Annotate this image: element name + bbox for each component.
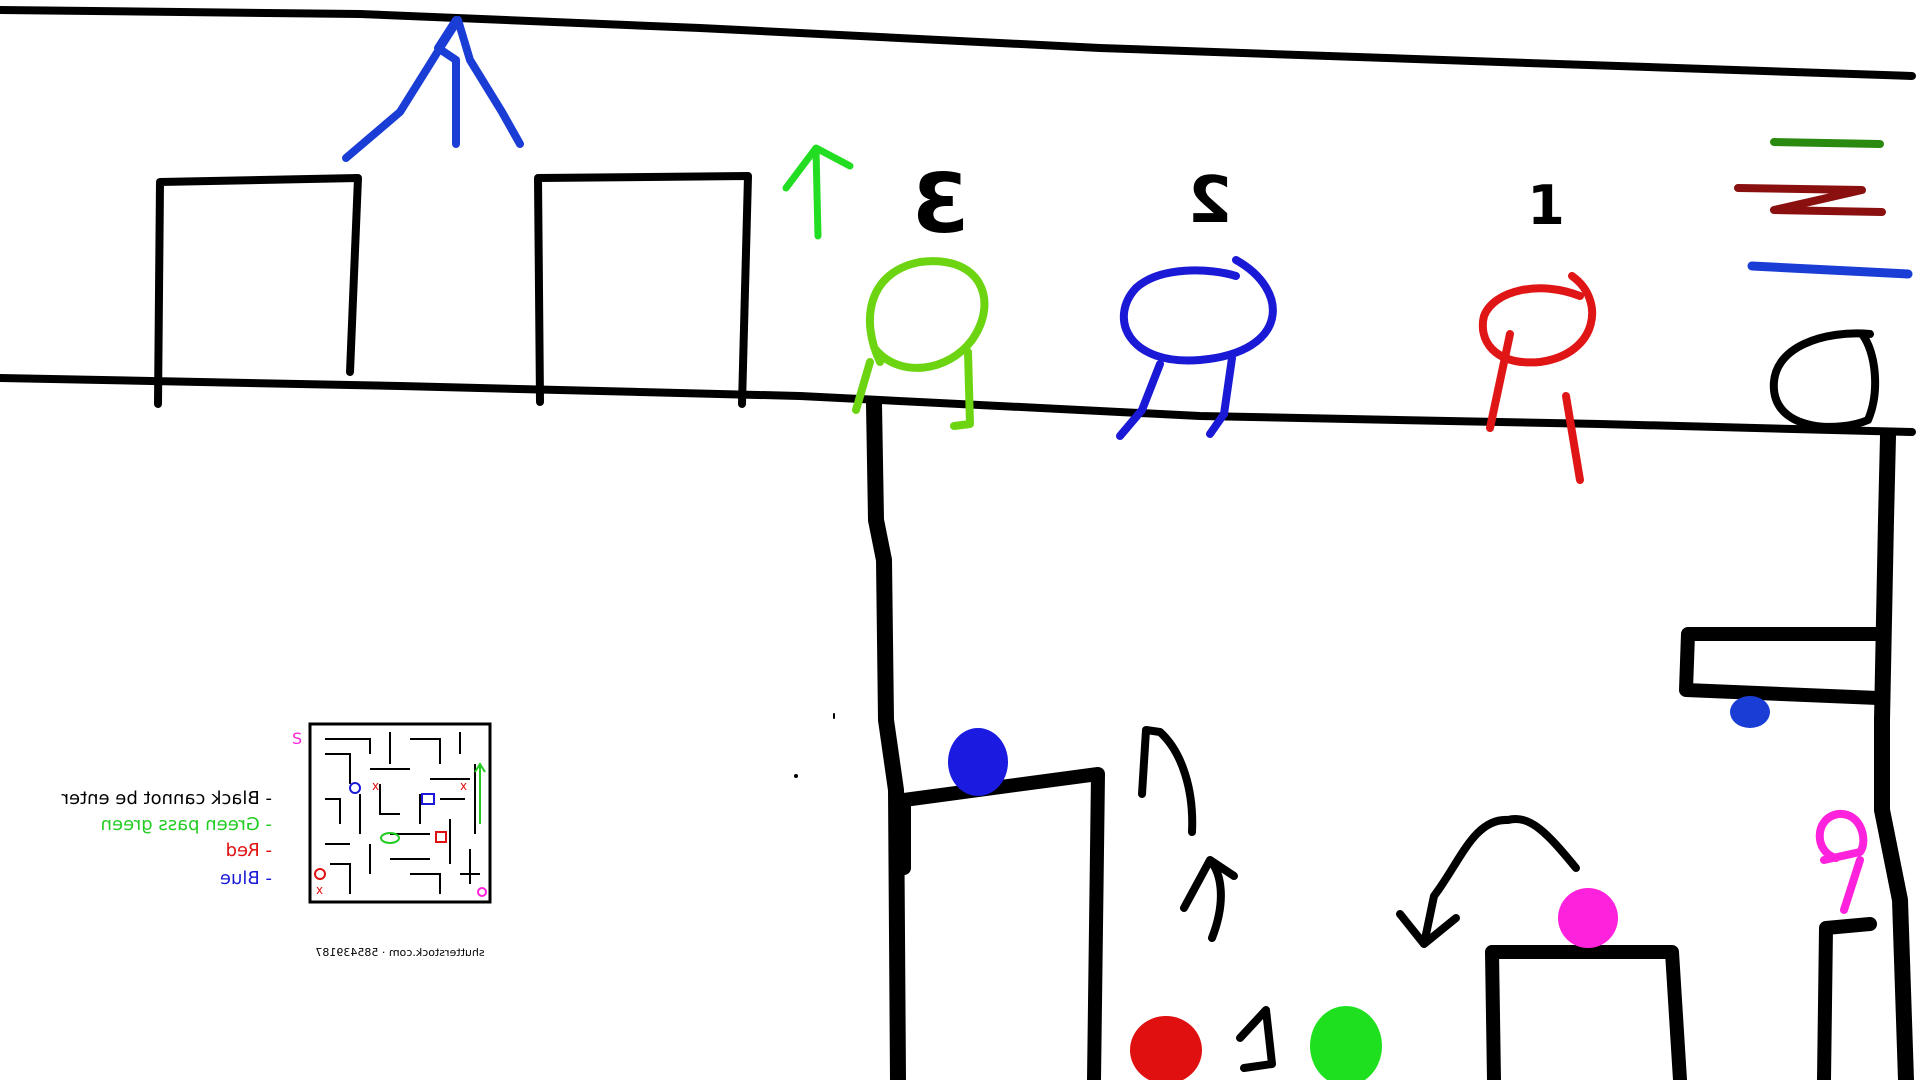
slot-3-label: 3 [911,157,968,252]
bottom-box [1485,945,1687,1080]
left-box-2 [534,172,752,408]
legend-green: - Green pass green [101,814,272,835]
maze-red-x-2: x [460,779,467,793]
right-shelf [1679,627,1885,705]
maroon-swatch [1734,184,1886,216]
blue-figure-icon [1116,256,1277,440]
maze-blue-mark [349,782,361,794]
blue-tripod-icon [342,16,524,162]
maze-corner-label: S [292,729,302,748]
right-wall [1874,428,1914,1080]
slot-1-label: 1 [1527,174,1565,237]
maze-walls [325,732,480,894]
magenta-blob [1558,888,1618,948]
maze-thumbnail: x x x [308,722,492,904]
maze-magenta-mark [477,887,487,897]
central-ledge [897,767,1105,1080]
lime-figure-icon [852,257,989,430]
right-step [1817,917,1877,1080]
black-curved-arrow-icon [1180,856,1238,942]
stray-dot [794,774,798,778]
floor-line [0,374,1916,436]
dark-green-swatch [1770,138,1884,148]
maze-red-x: x [372,779,379,793]
magenta-figure-icon [1815,810,1868,914]
maze-red-circle [314,868,326,880]
black-triangle-icon [1236,1006,1276,1072]
legend-blue: - Blue [220,868,272,889]
maze-green-mark [380,832,400,844]
slot-2-label: 2 [1188,164,1233,238]
watermark: shutterstock.com · 585439187 [315,946,484,959]
red-blob [1130,1016,1202,1080]
green-up-arrow-icon [782,144,854,240]
black-circle-figure-icon [1769,329,1880,431]
blue-blob [948,728,1008,796]
left-box-1 [154,174,362,408]
maze-green-arrow [474,762,486,824]
green-blob [1310,1006,1382,1080]
blue-swatch [1747,261,1913,279]
maze-legend: - Black cannot be enter - Green pass gre… [61,788,272,889]
black-down-left-arrow-icon [1396,814,1580,948]
legend-black: - Black cannot be enter [61,788,272,809]
blue-small-blob [1730,696,1770,728]
top-ceiling-line [0,6,1916,80]
maze-blue-square [421,793,435,805]
central-wall [866,396,906,1080]
red-figure-icon [1478,272,1597,484]
black-up-arrow-icon [1138,726,1197,836]
maze-red-x-3: x [316,883,323,897]
maze-red-square [435,831,447,843]
legend-red: - Red [226,840,272,861]
